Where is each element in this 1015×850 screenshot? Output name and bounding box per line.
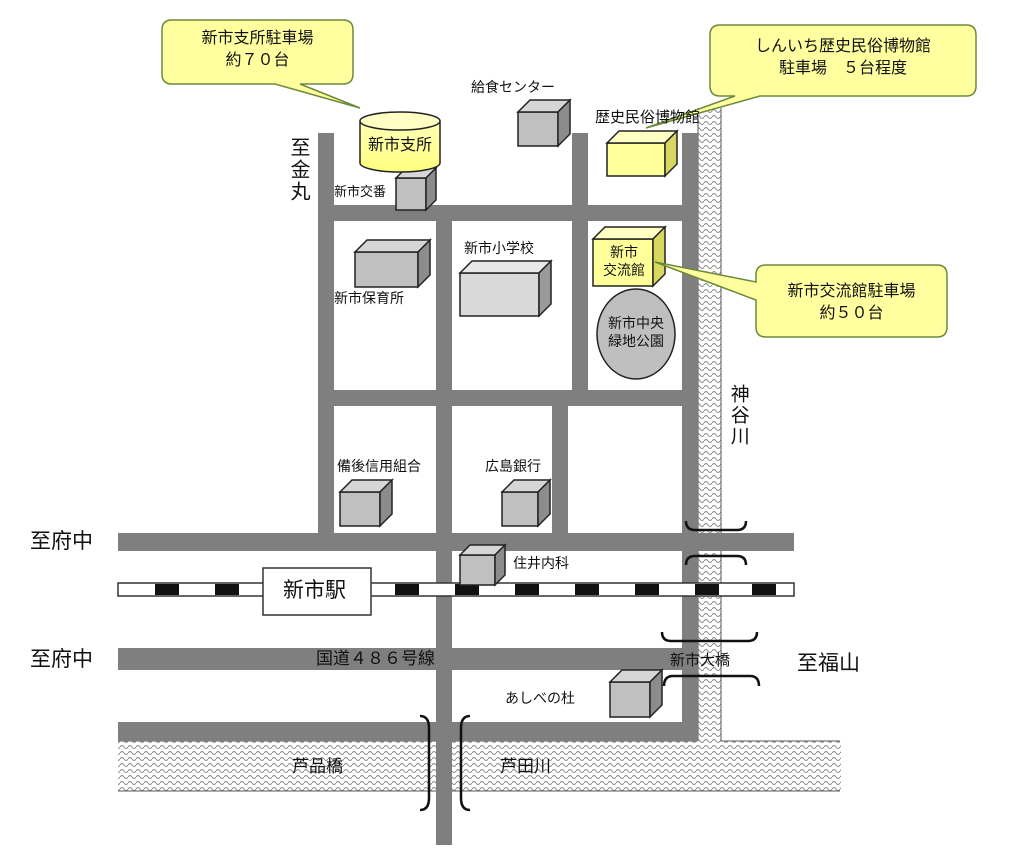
callout-museum-parking bbox=[645, 24, 977, 129]
label-elementary-school: 新市小学校 bbox=[464, 241, 534, 257]
label-to-kanemaru: 至金丸 bbox=[287, 137, 311, 203]
building-exchange-hall bbox=[591, 225, 667, 288]
building-bingo-credit-union bbox=[338, 478, 394, 528]
label-nursery-school: 新市保育所 bbox=[334, 291, 404, 307]
label-school-lunch-center: 給食センター bbox=[471, 80, 555, 96]
label-route-486: 国道４８６号線 bbox=[316, 649, 435, 669]
label-central-park: 新市中央 緑地公園 bbox=[608, 316, 664, 350]
building-elementary-school bbox=[458, 259, 553, 318]
railway bbox=[117, 582, 795, 597]
ashida-river bbox=[118, 741, 841, 791]
building-police-box bbox=[394, 166, 438, 212]
building-sumii-clinic bbox=[458, 543, 507, 587]
label-ashibe-forest: あしべの杜 bbox=[505, 691, 575, 707]
building-branch-office bbox=[359, 111, 441, 173]
kanna-river bbox=[698, 108, 721, 773]
callout-branch-parking-text: 新市支所駐車場 約７０台 bbox=[201, 28, 314, 69]
building-history-museum bbox=[605, 129, 679, 178]
building-nursery-school bbox=[353, 238, 432, 289]
label-bingo-credit-union: 備後信用組合 bbox=[337, 459, 421, 475]
label-kanna-river: 神谷川 bbox=[727, 384, 750, 447]
label-shinichi-ohashi: 新市大橋 bbox=[670, 651, 731, 669]
bridge-marks bbox=[419, 520, 761, 812]
label-exchange-hall: 新市 交流館 bbox=[603, 245, 645, 279]
station-box bbox=[262, 567, 372, 616]
roads bbox=[118, 133, 794, 845]
label-to-fuchu-bottom: 至府中 bbox=[30, 647, 93, 671]
label-ashina-bridge: 芦品橋 bbox=[292, 757, 343, 777]
building-ashibe-forest bbox=[608, 668, 664, 719]
label-history-museum: 歴史民俗博物館 bbox=[595, 108, 701, 126]
callout-exchange-parking bbox=[654, 261, 948, 338]
label-to-fuchu-top: 至府中 bbox=[30, 529, 93, 553]
label-police-box: 新市交番 bbox=[334, 185, 387, 200]
label-to-fukuyama: 至福山 bbox=[797, 651, 860, 675]
central-park bbox=[596, 288, 676, 380]
label-branch-office: 新市支所 bbox=[367, 135, 432, 154]
label-hiroshima-bank: 広島銀行 bbox=[485, 459, 541, 475]
callout-museum-parking-text: しんいち歴史民俗博物館 駐車場 ５台程度 bbox=[754, 36, 931, 77]
callout-branch-parking bbox=[161, 19, 361, 109]
callout-exchange-parking-text: 新市交流館駐車場 約５０台 bbox=[787, 281, 916, 322]
label-shinichi-station: 新市駅 bbox=[283, 578, 346, 602]
label-ashida-river: 芦田川 bbox=[500, 757, 551, 777]
building-school-lunch-center bbox=[516, 98, 572, 148]
building-hiroshima-bank bbox=[500, 478, 552, 528]
label-sumii-clinic: 住井内科 bbox=[513, 556, 569, 572]
